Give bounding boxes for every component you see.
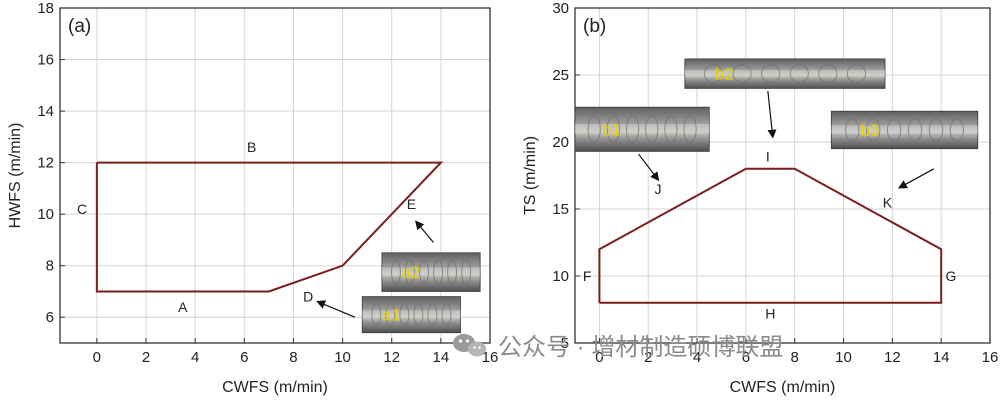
x-axis-label: CWFS (m/min)	[730, 379, 836, 396]
region-label: A	[178, 299, 188, 315]
x-axis-label: CWFS (m/min)	[222, 379, 328, 396]
region-label: H	[765, 306, 775, 322]
region-label: E	[407, 196, 416, 212]
annotation-arrow	[768, 91, 773, 137]
y-tick-label: 10	[552, 268, 569, 285]
region-label: J	[655, 181, 662, 197]
process-window-boundary	[599, 169, 941, 303]
x-tick-label: 4	[191, 349, 199, 366]
weld-bead-highlight	[382, 267, 480, 276]
region-label: G	[945, 268, 956, 284]
y-tick-label: 16	[37, 52, 54, 69]
x-tick-label: 2	[142, 349, 150, 366]
y-tick-label: 12	[37, 155, 54, 172]
x-tick-label: 10	[334, 349, 351, 366]
y-tick-label: 10	[37, 206, 54, 223]
y-tick-label: 6	[46, 309, 54, 326]
x-tick-label: 8	[791, 349, 799, 366]
y-tick-label: 18	[37, 0, 54, 17]
photo-label: b3	[861, 121, 880, 140]
photo-label: a2	[402, 263, 421, 282]
y-tick-label: 14	[37, 103, 54, 120]
region-label: C	[77, 201, 87, 217]
x-tick-label: 6	[240, 349, 248, 366]
weld-bead-highlight	[575, 124, 709, 134]
x-tick-label: 10	[835, 349, 852, 366]
weld-bead-photo: a2	[382, 253, 480, 292]
wechat-icon	[453, 334, 486, 357]
weld-bead-photo: b3	[831, 111, 977, 149]
y-tick-label: 30	[552, 0, 569, 17]
y-tick-label: 8	[46, 258, 54, 275]
annotation-arrow	[416, 222, 433, 243]
plot-frame	[575, 8, 990, 343]
watermark-text: 公众号 · 增材制造硕博联盟	[498, 334, 783, 361]
x-tick-label: 16	[982, 349, 999, 366]
region-label: D	[303, 289, 313, 305]
region-label: F	[583, 268, 592, 284]
y-tick-label: 20	[552, 134, 569, 151]
annotation-arrow	[318, 302, 355, 317]
weld-bead-photo: b1	[575, 107, 709, 151]
region-label: B	[247, 139, 256, 155]
weld-bead-highlight	[362, 310, 460, 318]
annotation-arrow	[900, 169, 934, 188]
region-label: K	[883, 194, 893, 210]
photo-label: a1	[382, 306, 401, 325]
x-tick-label: 14	[933, 349, 950, 366]
watermark: 公众号 · 增材制造硕博联盟	[453, 334, 783, 361]
weld-bead-photo: a1	[362, 297, 460, 333]
x-tick-label: 8	[289, 349, 297, 366]
panel-label-a: (a)	[68, 16, 91, 37]
weld-bead-highlight	[831, 125, 977, 133]
photo-label: b1	[602, 120, 621, 139]
photo-label: b2	[715, 65, 734, 84]
x-tick-label: 12	[884, 349, 901, 366]
x-tick-label: 12	[383, 349, 400, 366]
y-axis-label: TS (m/min)	[522, 136, 539, 215]
region-label: I	[766, 149, 770, 165]
weld-bead-photo: b2	[685, 59, 885, 88]
x-tick-label: 0	[93, 349, 101, 366]
y-tick-label: 25	[552, 67, 569, 84]
y-axis-label: HWFS (m/min)	[7, 123, 24, 229]
x-tick-label: 14	[433, 349, 450, 366]
panel-label-b: (b)	[583, 16, 606, 37]
plot-frame	[60, 8, 490, 343]
y-tick-label: 15	[552, 201, 569, 218]
